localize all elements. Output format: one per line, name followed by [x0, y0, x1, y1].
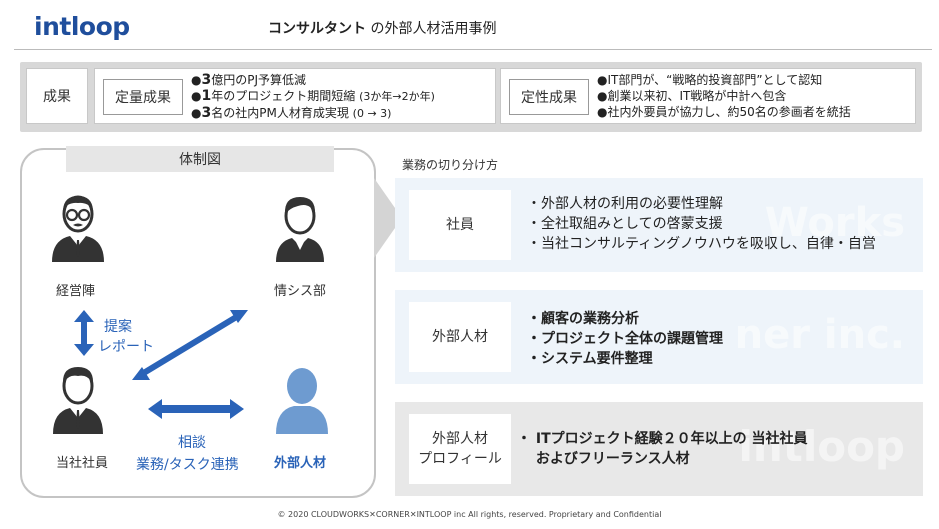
- horizontal-double-arrow-icon: [148, 399, 244, 419]
- quantitative-item: ●3億円のPJ予算低減: [191, 72, 307, 88]
- qualitative-item: ●社内外要員が協力し、約50名の参画者を統括: [597, 105, 851, 119]
- quantitative-item: ●1年のプロジェクト期間短縮 (3か年→2か年): [191, 88, 435, 104]
- division-row-line: およびフリーランス人材: [517, 451, 690, 467]
- external-label: 外部人材: [274, 456, 327, 471]
- qualitative-results: 定性成果 ●IT部門が、“戦略的投資部門”として認知 ●創業以来初、IT戦略が中…: [500, 68, 916, 124]
- division-row-line: ・外部人材の利用の必要性理解: [527, 196, 723, 212]
- proposal-label: 提案: [104, 319, 132, 335]
- qualitative-list: ●IT部門が、“戦略的投資部門”として認知 ●創業以来初、IT戦略が中計へ包含 …: [597, 72, 851, 120]
- page-title-bold: コンサルタント: [268, 21, 366, 37]
- division-row-line: ・当社コンサルティングノウハウを吸収し、自律・自営: [527, 236, 876, 252]
- intloop-logo: intloop: [34, 12, 130, 41]
- page-title-rest: の外部人材活用事例: [366, 21, 497, 37]
- division-row-staff: Works 社員 ・外部人材の利用の必要性理解 ・全社取組みとしての啓蒙支援 ・…: [395, 178, 923, 272]
- external-person-icon: [276, 368, 328, 434]
- qualitative-label: 定性成果: [509, 79, 589, 115]
- quantitative-item: ●3名の社内PM人材育成実現 (0 → 3): [191, 105, 392, 121]
- it-dept-label: 情シス部: [274, 284, 327, 299]
- division-row-line: ・プロジェクト全体の課題管理: [527, 331, 723, 347]
- report-label: レポート: [98, 339, 154, 355]
- org-diagram: 体制図 経営陣 情シス部 提案 レポート 当社社員: [20, 146, 376, 498]
- consult-label: 相談: [178, 435, 206, 451]
- it-dept-person-icon: [276, 197, 324, 262]
- management-label: 経営陣: [56, 284, 96, 299]
- division-row-profile: intloop 外部人材 プロフィール ・ ITプロジェクト経験２０年以上の 当…: [395, 402, 923, 496]
- profile-label-line: プロフィール: [418, 451, 502, 467]
- chevron-right-icon: [374, 178, 402, 258]
- qualitative-item: ●創業以来初、IT戦略が中計へ包含: [597, 89, 787, 103]
- task-collab-label: 業務/タスク連携: [136, 457, 239, 473]
- diagonal-double-arrow-icon: [132, 310, 248, 380]
- profile-label-line: 外部人材: [432, 431, 488, 447]
- title-divider: [14, 49, 932, 50]
- management-person-icon: [52, 195, 104, 262]
- quantitative-list: ●3億円のPJ予算低減 ●1年のプロジェクト期間短縮 (3か年→2か年) ●3名…: [191, 72, 435, 122]
- watermark-text: Works: [764, 200, 905, 246]
- staff-label: 当社社員: [56, 456, 109, 471]
- watermark-text: intloop: [738, 422, 905, 471]
- qualitative-item: ●IT部門が、“戦略的投資部門”として認知: [597, 73, 823, 87]
- results-panel: 成果 定量成果 ●3億円のPJ予算低減 ●1年のプロジェクト期間短縮 (3か年→…: [20, 62, 922, 132]
- division-row-line: ・システム要件整理: [527, 351, 653, 367]
- watermark-text: ner inc.: [734, 312, 905, 358]
- quantitative-label: 定量成果: [103, 79, 183, 115]
- org-diagram-title: 体制図: [66, 146, 334, 172]
- quantitative-results: 定量成果 ●3億円のPJ予算低減 ●1年のプロジェクト期間短縮 (3か年→2か年…: [94, 68, 496, 124]
- division-row-line: ・ ITプロジェクト経験２０年以上の 当社社員: [517, 431, 808, 447]
- division-row-external: ner inc. 外部人材 ・顧客の業務分析 ・プロジェクト全体の課題管理 ・シ…: [395, 290, 923, 384]
- division-row-label: 外部人材 プロフィール: [409, 414, 511, 484]
- staff-person-icon: [53, 367, 103, 434]
- division-title: 業務の切り分け方: [402, 158, 499, 172]
- page-title: コンサルタント の外部人材活用事例: [268, 18, 496, 38]
- footer-copyright: © 2020 CLOUDWORKS✕CORNER✕INTLOOP inc All…: [277, 510, 662, 519]
- division-row-line: ・全社取組みとしての啓蒙支援: [527, 216, 723, 232]
- division-row-label: 外部人材: [409, 302, 511, 372]
- results-label: 成果: [26, 68, 88, 124]
- division-row-line: ・顧客の業務分析: [527, 311, 639, 327]
- vertical-double-arrow-icon: [74, 310, 94, 356]
- division-row-label: 社員: [409, 190, 511, 260]
